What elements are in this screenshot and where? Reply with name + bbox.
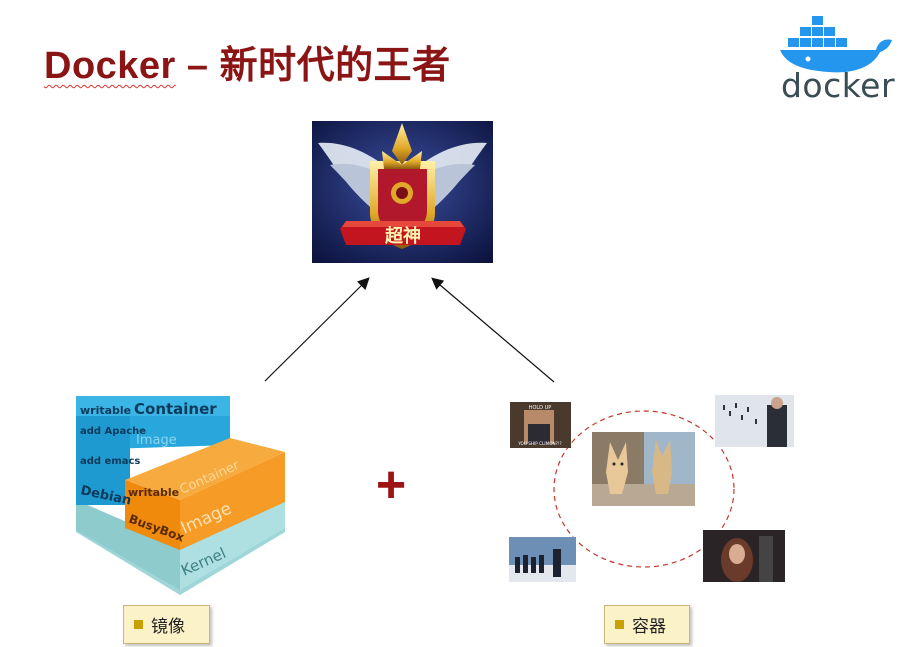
slide-title: Docker – 新时代的王者 xyxy=(44,34,451,89)
meme-thumbnail: HOLD UP YOU SHIP CLIMON?!? xyxy=(510,402,571,448)
layer-add-apache: add Apache xyxy=(80,426,146,437)
image-label: 镜像 xyxy=(151,617,185,636)
arrow-image-to-hero xyxy=(264,277,370,382)
hero-emblem-image: 超神 xyxy=(312,121,493,263)
woman-portrait-thumbnail xyxy=(703,530,785,582)
square-bullet-icon xyxy=(615,620,624,629)
hero-badge-text: 超神 xyxy=(385,225,421,247)
container-label-box: 容器 xyxy=(604,605,690,644)
businessman-thumbnail xyxy=(715,395,794,447)
docker-logo-text: docker xyxy=(780,66,896,105)
plus-sign: + xyxy=(375,456,407,514)
title-rest: – 新时代的王者 xyxy=(175,45,451,87)
arrow-container-to-hero xyxy=(431,277,555,383)
image-layer-stack: writable Container Image add Apache add … xyxy=(76,396,285,595)
layer-top-writable: writable xyxy=(80,404,131,417)
fox-thumbnail xyxy=(592,432,695,506)
square-bullet-icon xyxy=(134,620,143,629)
image-label-box: 镜像 xyxy=(123,605,210,644)
container-label: 容器 xyxy=(632,617,666,636)
layer-add-emacs: add emacs xyxy=(80,456,140,467)
layer-orange-writable: writable xyxy=(128,486,179,499)
meme-line1: HOLD UP xyxy=(529,405,552,411)
docker-whale-logo xyxy=(780,16,892,73)
layer-top-container: Container xyxy=(134,400,217,418)
business-team-thumbnail xyxy=(509,537,576,582)
layer-image: Image xyxy=(136,433,177,448)
title-brand: Docker xyxy=(44,45,176,87)
meme-line2: YOU SHIP CLIMON?!? xyxy=(517,441,562,446)
